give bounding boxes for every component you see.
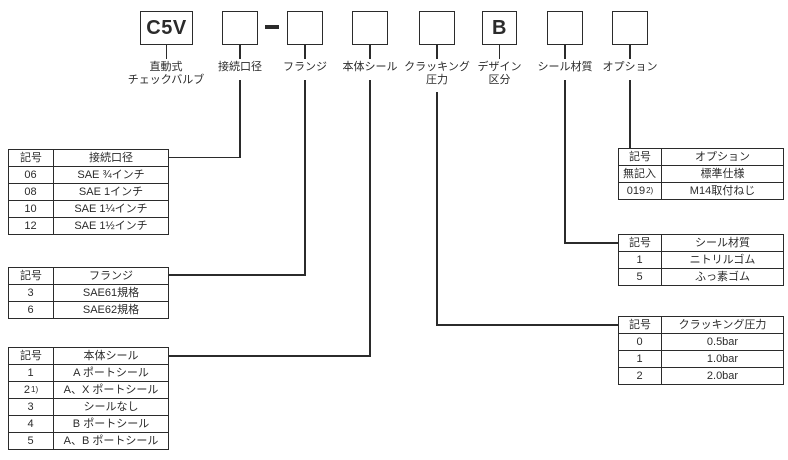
option-label: オプション [602,61,658,73]
flange-table: 記号 フランジ 3 SAE61規格 6 SAE62規格 [8,267,169,319]
design-code-box: B [482,11,517,45]
body-seal-label: 本体シール [342,61,398,73]
body-seal-table: 記号 本体シール 1 A ポートシール 21) A、X ポートシール 3 シール… [8,347,169,450]
separator-dash [265,25,279,29]
table-row: 1 A ポートシール [8,364,169,382]
table-row: 無記入 標準仕様 [618,165,784,183]
connector-port-horizontal [168,156,241,158]
connector-port-vertical [239,80,241,158]
seal-material-label: シール材質 [537,61,593,73]
table-row: 06 SAE ¾インチ [8,166,169,184]
connector-line [629,45,631,59]
connector-line [498,45,501,59]
connector-cracking-horizontal [436,324,618,326]
connector-body-seal-vertical [369,80,371,357]
connector-cracking-vertical [436,92,438,326]
connector-line [564,45,566,59]
cracking-pressure-box [419,11,455,45]
connector-seal-material-horizontal [564,242,618,244]
table-header-row: 記号 接続口径 [8,149,169,167]
table-header-row: 記号 シール材質 [618,234,784,252]
model-prefix-label: 直動式 チェックバルブ [127,61,205,86]
connector-line [239,45,241,59]
seal-material-box [547,11,583,45]
design-code-text: B [492,16,507,39]
connector-body-seal-horizontal [168,355,371,357]
connector-line [304,45,306,59]
table-row: 12 SAE 1½インチ [8,217,169,235]
design-code-label: デザイン 区分 [477,61,522,86]
table-row: 3 SAE61規格 [8,284,169,302]
flange-label: フランジ [283,61,327,73]
flange-box [287,11,323,45]
table-row: 10 SAE 1¼インチ [8,200,169,218]
table-header-row: 記号 オプション [618,148,784,166]
option-box [612,11,648,45]
connector-flange-horizontal [168,274,306,276]
model-prefix-box: C5V [140,11,193,45]
model-prefix-text: C5V [146,16,187,39]
connector-line [369,45,371,59]
port-size-table: 記号 接続口径 06 SAE ¾インチ 08 SAE 1インチ 10 SAE 1… [8,149,169,235]
table-row: 0 0.5bar [618,333,784,351]
option-table: 記号 オプション 無記入 標準仕様 0192) M14取付ねじ [618,148,784,200]
table-row: 3 シールなし [8,398,169,416]
table-header-row: 記号 クラッキング圧力 [618,316,784,334]
table-row: 1 1.0bar [618,350,784,368]
cracking-pressure-table: 記号 クラッキング圧力 0 0.5bar 1 1.0bar 2 2.0bar [618,316,784,385]
table-row: 08 SAE 1インチ [8,183,169,201]
table-row: 4 B ポートシール [8,415,169,433]
port-size-label: 接続口径 [218,61,262,73]
connector-seal-material-vertical [564,80,566,244]
table-row: 0192) M14取付ねじ [618,182,784,200]
table-row: 5 A、B ポートシール [8,432,169,450]
connector-line [436,45,438,59]
seal-material-table: 記号 シール材質 1 ニトリルゴム 5 ふっ素ゴム [618,234,784,286]
table-row: 6 SAE62規格 [8,301,169,319]
cracking-pressure-label: クラッキング 圧力 [404,61,470,86]
table-row: 1 ニトリルゴム [618,251,784,269]
body-seal-box [352,11,388,45]
table-header-row: 記号 フランジ [8,267,169,285]
table-row: 5 ふっ素ゴム [618,268,784,286]
connector-line [165,45,168,59]
port-size-box [222,11,258,45]
table-header-row: 記号 本体シール [8,347,169,365]
table-row: 21) A、X ポートシール [8,381,169,399]
connector-option-vertical [629,80,631,148]
table-row: 2 2.0bar [618,367,784,385]
connector-flange-vertical [304,80,306,276]
